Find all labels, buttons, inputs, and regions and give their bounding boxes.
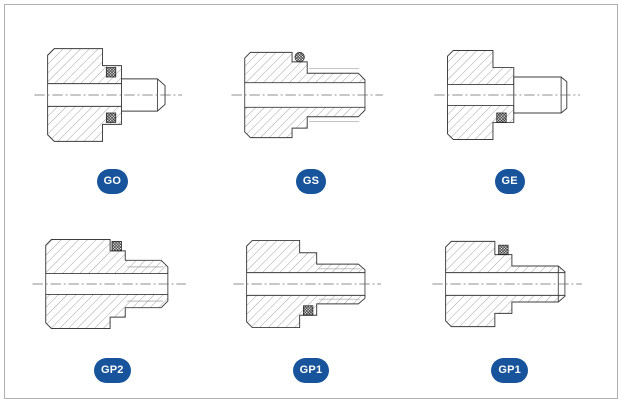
gp2-section-svg <box>32 238 187 329</box>
o-ring-seal <box>294 52 305 63</box>
type-badge-gp1-a: GP1 <box>292 357 330 383</box>
figure-cell-go: GO <box>13 15 212 204</box>
upper-body-section <box>444 240 566 273</box>
type-badge-gp1-b: GP1 <box>491 357 528 383</box>
lower-body-section <box>45 293 169 329</box>
figure-cell-gp1-a: GP1 <box>212 204 411 393</box>
upper-body-section <box>244 52 366 84</box>
lower-body-section <box>47 106 123 143</box>
fitting-section-drawing-gp1-a <box>225 213 397 355</box>
fitting-section-drawing-gs <box>225 24 397 166</box>
figure-cell-ge: GE <box>410 15 609 204</box>
stem-stub <box>512 76 567 114</box>
fitting-diagrams-grid: GO GS <box>5 5 617 398</box>
upper-body-section <box>47 48 123 85</box>
fitting-section-drawing-gp2 <box>26 213 198 355</box>
upper-body-section <box>45 238 169 274</box>
upper-body-section <box>446 50 514 86</box>
gp1-a-section-svg <box>233 239 382 328</box>
lower-body-section <box>244 107 366 139</box>
fitting-section-drawing-gp1-b <box>424 213 596 355</box>
type-badge-gs: GS <box>295 169 327 195</box>
ge-section-svg <box>433 50 580 141</box>
o-ring-seal <box>497 244 509 255</box>
type-badge-gp2: GP2 <box>94 357 131 383</box>
figure-cell-gs: GS <box>212 15 411 204</box>
o-ring-seal <box>303 305 314 316</box>
gp1-b-section-svg <box>432 240 582 327</box>
upper-body-section <box>246 239 366 273</box>
gs-section-svg <box>231 52 383 139</box>
figure-cell-gp1-b: GP1 <box>410 204 609 393</box>
type-badge-ge: GE <box>494 169 525 195</box>
lower-body-section <box>444 294 566 327</box>
fitting-section-drawing-ge <box>424 24 596 166</box>
go-section-svg <box>34 48 183 143</box>
figure-cell-gp2: GP2 <box>13 204 212 393</box>
o-ring-seal <box>106 112 117 124</box>
o-ring-seal <box>106 67 117 78</box>
o-ring-seal <box>111 240 123 251</box>
type-badge-go: GO <box>96 169 129 195</box>
o-ring-seal <box>496 112 507 124</box>
catalog-page: GO GS <box>4 4 618 399</box>
fitting-section-drawing-go <box>26 24 198 166</box>
